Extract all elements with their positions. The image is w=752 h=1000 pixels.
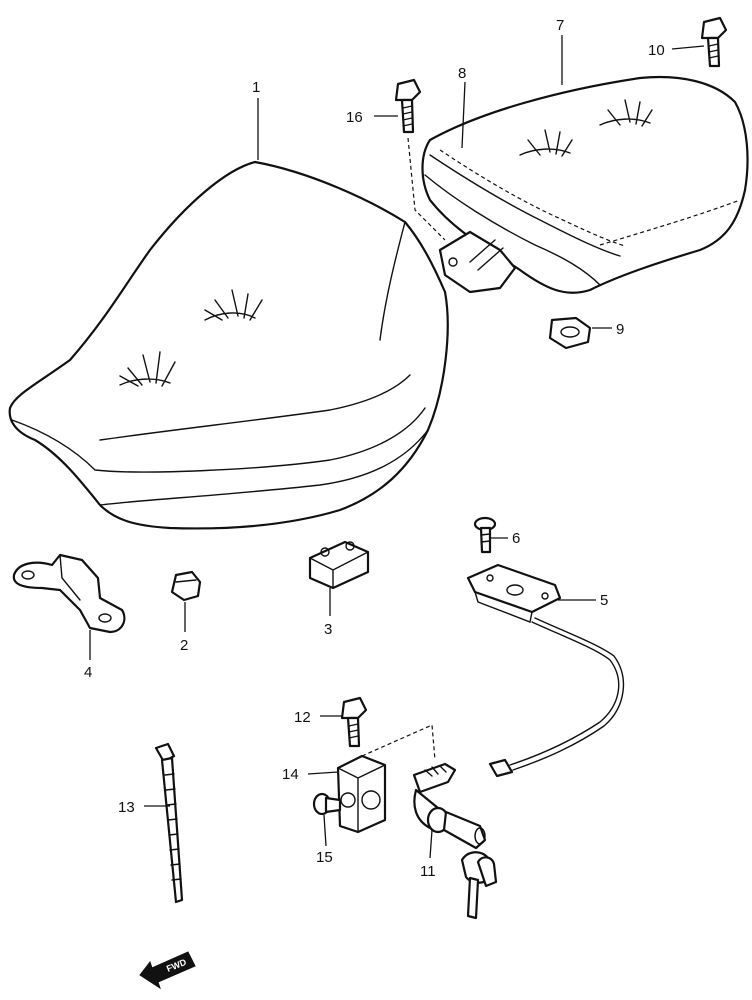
seat-lock-11: [412, 762, 498, 920]
screw-15: [312, 792, 342, 816]
rear-seat: [421, 75, 749, 294]
label-10: 10: [648, 42, 665, 59]
bracket-4: [12, 553, 126, 634]
forward-direction-arrow: FWD: [139, 951, 196, 990]
cable-tie-13: [154, 742, 184, 904]
cap-nut-2: [170, 570, 202, 602]
label-13: 13: [118, 799, 135, 816]
bolt-16: [394, 78, 422, 134]
damper-block-3: [308, 540, 370, 590]
bolt-12: [340, 696, 368, 748]
label-12: 12: [294, 709, 311, 726]
seat-latch-5: [466, 563, 625, 778]
label-6: 6: [512, 530, 520, 547]
front-seat: [8, 160, 449, 530]
label-16: 16: [346, 109, 363, 126]
lock-bracket-14: [336, 754, 387, 834]
label-3: 3: [324, 621, 332, 638]
grommet-9: [548, 316, 592, 350]
label-2: 2: [180, 637, 188, 654]
label-9: 9: [616, 321, 624, 338]
label-1: 1: [252, 79, 260, 96]
screw-6: [473, 516, 497, 554]
label-8: 8: [458, 65, 466, 82]
label-15: 15: [316, 849, 333, 866]
label-14: 14: [282, 766, 299, 783]
label-5: 5: [600, 592, 608, 609]
label-4: 4: [84, 664, 92, 681]
part-number-labels: 1 7 8 10 16 9 2 3 4 6 5 12 14 15 11 13: [84, 17, 665, 880]
bolt-10: [700, 16, 728, 68]
leader-lines: [89, 35, 705, 859]
label-7: 7: [556, 17, 564, 34]
label-11: 11: [420, 863, 436, 880]
